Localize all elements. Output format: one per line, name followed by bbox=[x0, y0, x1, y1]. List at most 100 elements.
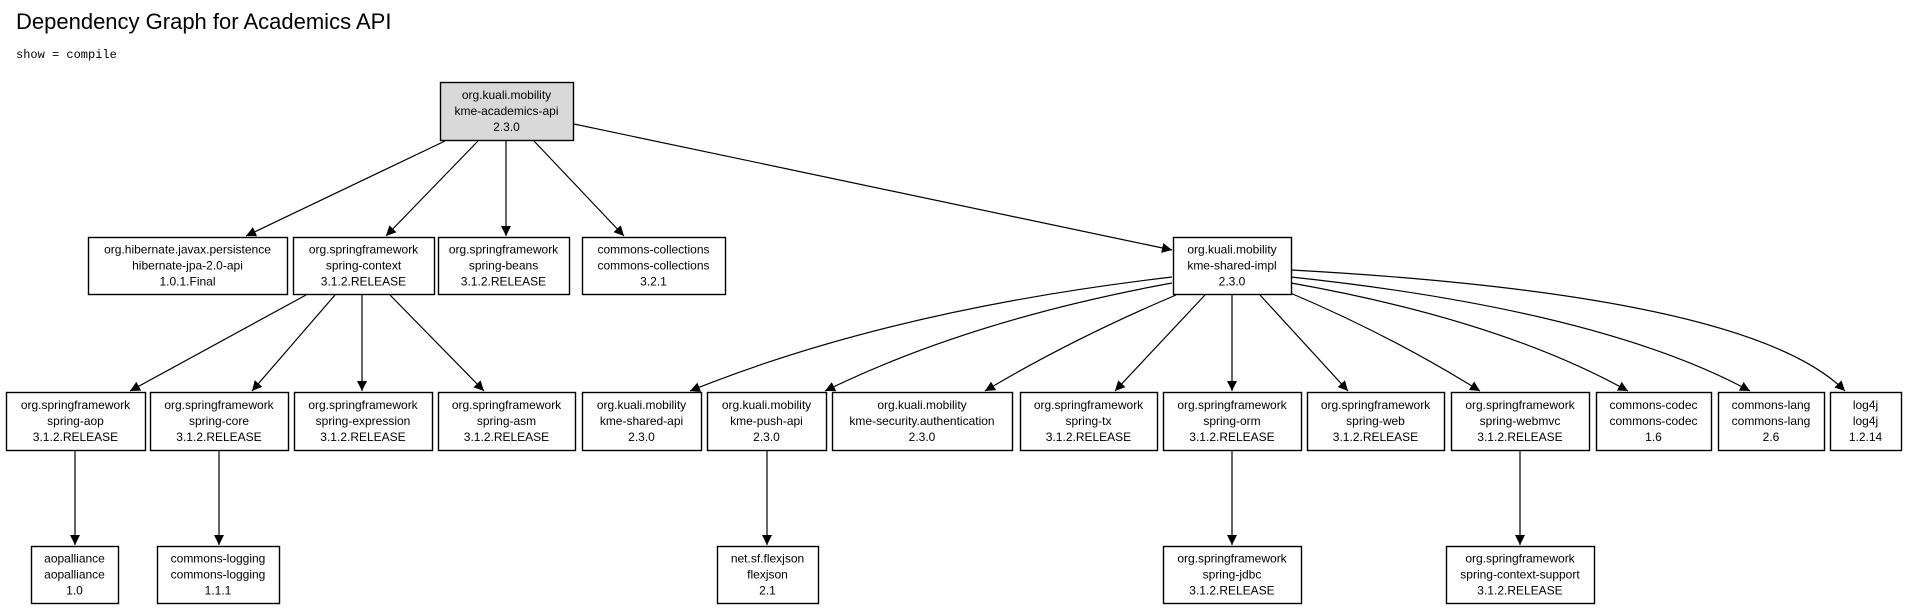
node-box bbox=[156, 545, 281, 605]
node-version-label: 3.1.2.RELEASE bbox=[33, 430, 118, 444]
page-title: Dependency Graph for Academics API bbox=[16, 9, 392, 34]
node-spring-asm[interactable]: org.springframeworkspring-asm3.1.2.RELEA… bbox=[437, 391, 577, 452]
node-version-label: 2.3.0 bbox=[909, 430, 936, 444]
node-box bbox=[87, 236, 289, 296]
node-version-label: 3.1.2.RELEASE bbox=[1333, 430, 1418, 444]
node-group-label: org.springframework bbox=[1465, 552, 1575, 566]
node-artifact-label: spring-context-support bbox=[1460, 568, 1580, 582]
node-version-label: 1.0.1.Final bbox=[159, 275, 215, 289]
node-group-label: org.springframework bbox=[449, 243, 559, 257]
node-box bbox=[581, 236, 727, 296]
node-group-label: org.kuali.mobility bbox=[877, 398, 966, 412]
node-kme-security[interactable]: org.kuali.mobility kme-security.authentic… bbox=[831, 391, 1014, 452]
node-group-label: org.springframework bbox=[309, 243, 419, 257]
edge-kme-shared-impl-to-kme-shared-api bbox=[689, 276, 1173, 392]
node-group-label: org.springframework bbox=[21, 398, 131, 412]
node-spring-context[interactable]: org.springframeworkspring-context3.1.2.R… bbox=[292, 236, 436, 296]
node-group-label: org.springframework bbox=[164, 398, 274, 412]
node-artifact-label: commons-collections bbox=[597, 259, 709, 273]
node-spring-expression[interactable]: org.springframeworkspring-expression3.1.… bbox=[293, 391, 434, 452]
node-box bbox=[581, 391, 703, 452]
node-group-label: org.springframework bbox=[1177, 398, 1287, 412]
node-artifact-label: spring-beans bbox=[469, 259, 538, 273]
node-artifact-label: commons-logging bbox=[171, 568, 266, 582]
node-artifact-label: commons-codec bbox=[1609, 414, 1697, 428]
node-version-label: 3.1.2.RELEASE bbox=[1046, 430, 1131, 444]
node-artifact-label: aopalliance bbox=[44, 568, 105, 582]
edge-kme-shared-impl-to-kme-push-api bbox=[824, 282, 1173, 392]
node-group-label: commons-lang bbox=[1732, 398, 1811, 412]
node-box bbox=[293, 391, 434, 452]
nodes-layer: org.kuali.mobilitykme-academics-api2.3.0… bbox=[5, 81, 1903, 605]
edge-kme-shared-impl-to-spring-webmvc bbox=[1287, 291, 1481, 392]
node-group-label: aopalliance bbox=[44, 552, 105, 566]
node-version-label: 3.1.2.RELEASE bbox=[176, 430, 261, 444]
node-artifact-label: spring-tx bbox=[1065, 414, 1111, 428]
node-group-label: net.sf.flexjson bbox=[731, 552, 804, 566]
node-version-label: 1.1.1 bbox=[205, 584, 232, 598]
node-artifact-label: spring-web bbox=[1346, 414, 1405, 428]
edges-layer bbox=[70, 123, 1846, 545]
node-box bbox=[439, 81, 575, 142]
node-box bbox=[437, 236, 571, 296]
edge-spring-context-to-spring-aop bbox=[129, 294, 307, 392]
edge-root-to-commons-collections bbox=[533, 140, 625, 237]
node-version-label: 3.1.2.RELEASE bbox=[320, 430, 405, 444]
node-box bbox=[1162, 545, 1303, 605]
node-spring-orm[interactable]: org.springframeworkspring-orm3.1.2.RELEA… bbox=[1162, 391, 1303, 452]
node-box bbox=[30, 545, 120, 605]
node-box bbox=[1019, 391, 1159, 452]
node-box bbox=[1162, 391, 1303, 452]
node-box bbox=[1306, 391, 1446, 452]
node-box bbox=[1172, 236, 1293, 296]
node-version-label: 3.1.2.RELEASE bbox=[1189, 584, 1274, 598]
node-group-label: org.springframework bbox=[452, 398, 562, 412]
node-group-label: org.hibernate.javax.persistence bbox=[104, 243, 271, 257]
node-artifact-label: spring-core bbox=[189, 414, 249, 428]
node-version-label: 3.1.2.RELEASE bbox=[1477, 584, 1562, 598]
node-artifact-label: kme-shared-impl bbox=[1187, 259, 1276, 273]
edge-kme-shared-impl-to-spring-tx bbox=[1114, 294, 1206, 392]
node-box bbox=[5, 391, 147, 452]
node-version-label: 3.1.2.RELEASE bbox=[464, 430, 549, 444]
node-artifact-label: hibernate-jpa-2.0-api bbox=[132, 259, 243, 273]
node-spring-aop[interactable]: org.springframeworkspring-aop3.1.2.RELEA… bbox=[5, 391, 147, 452]
node-artifact-label: spring-webmvc bbox=[1480, 414, 1561, 428]
node-spring-tx[interactable]: org.springframework spring-tx 3.1.2.RELEAS… bbox=[1019, 391, 1159, 452]
node-artifact-label: spring-orm bbox=[1203, 414, 1260, 428]
node-hibernate-jpa[interactable]: org.hibernate.javax.persistence hibernate… bbox=[87, 236, 289, 296]
node-artifact-label: kme-push-api bbox=[730, 414, 803, 428]
node-spring-beans[interactable]: org.springframeworkspring-beans3.1.2.REL… bbox=[437, 236, 571, 296]
node-commons-collections[interactable]: commons-collections commons-collections 3.… bbox=[581, 236, 727, 296]
edge-spring-context-to-spring-asm bbox=[389, 294, 485, 392]
edge-spring-context-to-spring-core bbox=[251, 294, 336, 392]
node-version-label: 1.2.14 bbox=[1849, 430, 1883, 444]
node-box bbox=[1445, 545, 1596, 605]
node-spring-core[interactable]: org.springframework spring-core 3.1.2.RELE… bbox=[149, 391, 290, 452]
node-spring-jdbc[interactable]: org.springframeworkspring-jdbc3.1.2.RELE… bbox=[1162, 545, 1303, 605]
node-spring-web[interactable]: org.springframeworkspring-web3.1.2.RELEA… bbox=[1306, 391, 1446, 452]
node-artifact-label: kme-security.authentication bbox=[849, 414, 994, 428]
node-group-label: org.springframework bbox=[1034, 398, 1144, 412]
node-spring-context-support[interactable]: org.springframework spring-context-suppor… bbox=[1445, 545, 1596, 605]
node-box bbox=[831, 391, 1014, 452]
node-group-label: commons-codec bbox=[1609, 398, 1697, 412]
node-artifact-label: flexjson bbox=[747, 568, 788, 582]
node-box bbox=[1450, 391, 1591, 452]
node-spring-webmvc[interactable]: org.springframeworkspring-webmvc3.1.2.RE… bbox=[1450, 391, 1591, 452]
node-version-label: 3.2.1 bbox=[640, 275, 667, 289]
node-group-label: commons-collections bbox=[597, 243, 709, 257]
node-box bbox=[716, 545, 820, 605]
edge-kme-shared-impl-to-commons-lang bbox=[1290, 276, 1751, 392]
